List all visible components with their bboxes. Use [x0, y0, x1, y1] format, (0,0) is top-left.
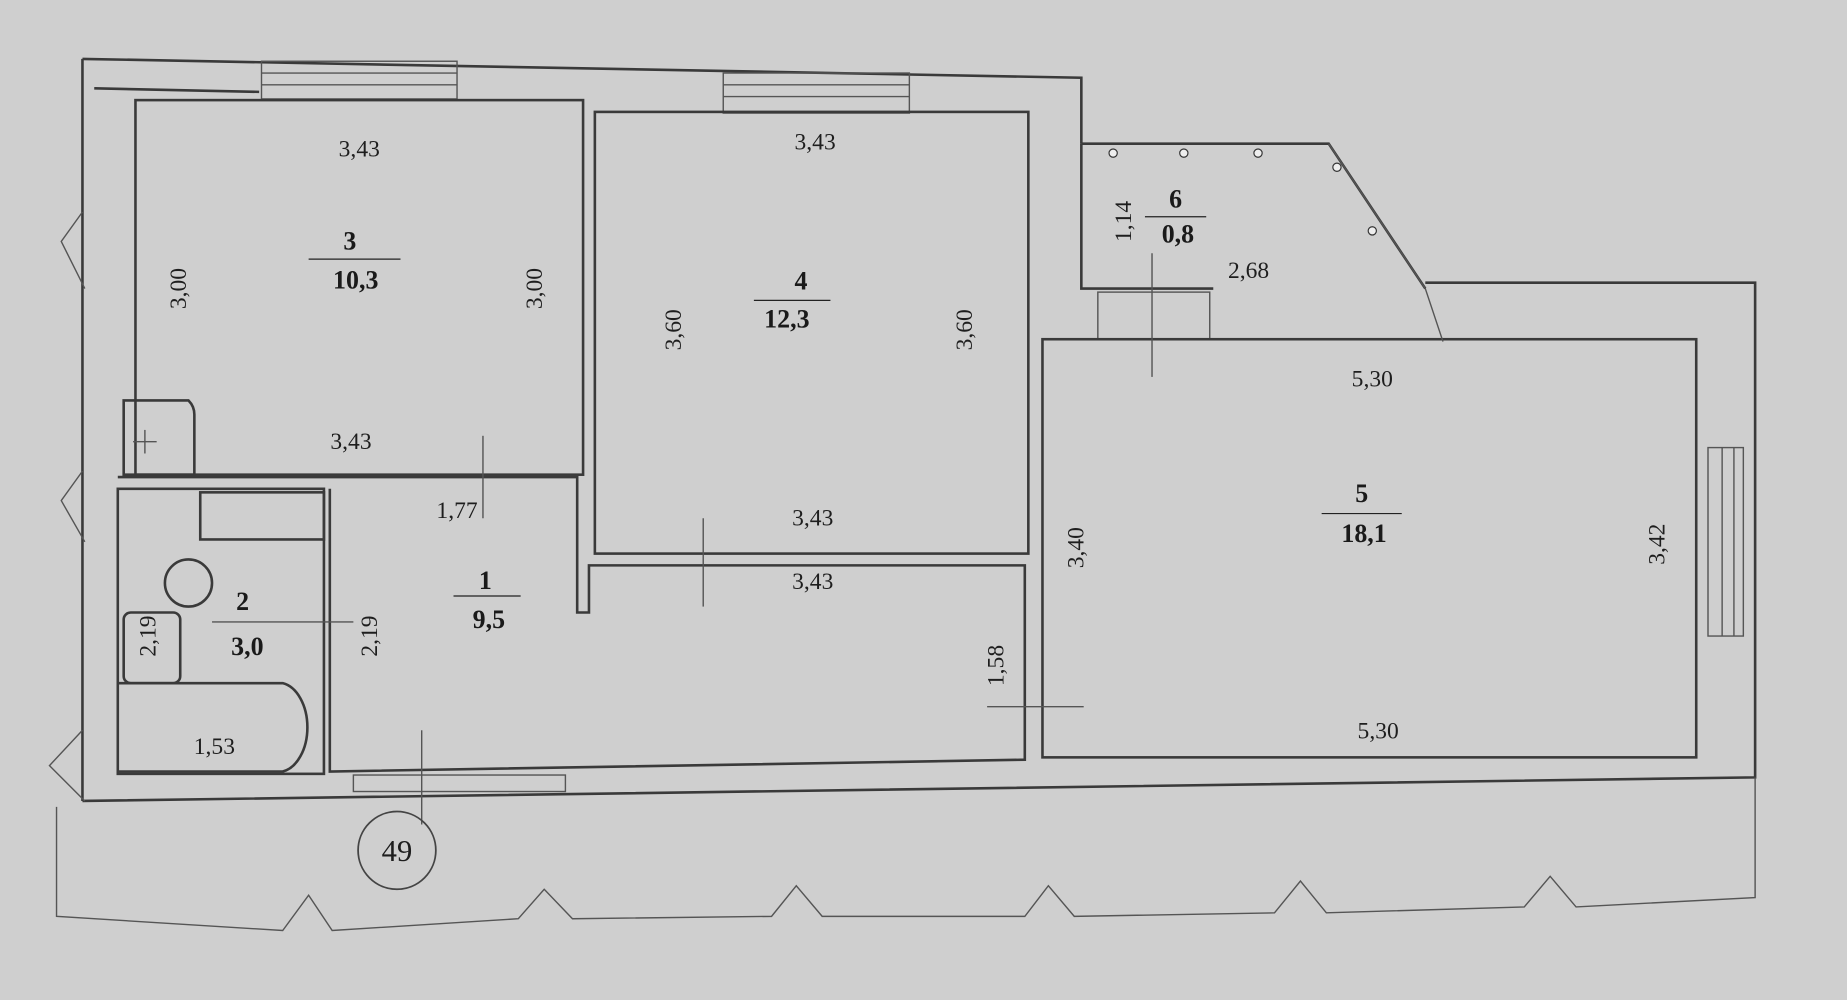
plan-line: [593, 110, 1030, 555]
room-3-label: 3 10,3: [308, 227, 401, 295]
plan-label: 5,30: [1358, 719, 1399, 745]
plan-label: 3,43: [339, 137, 380, 163]
plan-label: 5,30: [1352, 366, 1393, 392]
plan-label: 9,5: [473, 605, 505, 634]
plan-label: 3,00: [166, 268, 192, 309]
plan-line: [82, 57, 1083, 144]
inner-walls: [116, 98, 1698, 825]
plan-line: [1041, 337, 1698, 759]
room-5-label: 5 18,1: [1321, 479, 1402, 548]
room-2-label: 2 3,0: [231, 587, 263, 661]
plan-label: 12,3: [764, 304, 809, 333]
plan-line: [1108, 148, 1118, 158]
plan-label: 1: [479, 566, 492, 595]
plan-label: 1,53: [194, 734, 235, 760]
plan-label: 3,0: [231, 632, 263, 661]
window: [1707, 446, 1745, 637]
plan-label: 1,58: [984, 645, 1010, 686]
plan-label: 5: [1355, 479, 1368, 508]
plan-line: [116, 487, 326, 776]
plan-line: [163, 558, 214, 608]
plan-line: [55, 777, 1756, 932]
house-number-marker: 49: [357, 810, 437, 891]
plan-label: 10,3: [333, 266, 378, 295]
plan-line: [94, 87, 260, 94]
room-labels: 3 10,3 4 12,3 1 9,5 2 3,0 5 18,1 6 0,8: [231, 184, 1402, 661]
plan-line: [198, 491, 326, 541]
room-6-label: 6 0,8: [1144, 184, 1207, 249]
plan-line: [122, 399, 196, 476]
plan-line: [1080, 143, 1214, 290]
plan-line: [1179, 148, 1189, 158]
plan-line: [48, 729, 86, 802]
plan-label: 3,00: [522, 268, 548, 309]
plan-line: [1253, 148, 1263, 158]
plan-label: 4: [795, 267, 808, 296]
dimension-labels: 3,43 3,43 3,00 3,00 3,43 3,43 3,60 3,60 …: [135, 130, 1670, 760]
plan-label: 3,60: [661, 309, 687, 350]
window: [352, 774, 567, 793]
plan-line: [1332, 162, 1342, 172]
plan-line: [1367, 226, 1378, 236]
plan-line: [117, 681, 309, 773]
plan-label: 2: [236, 587, 249, 616]
plan-line: [134, 98, 585, 476]
plan-line: [117, 475, 1027, 773]
plan-label: 2,19: [357, 615, 383, 656]
plan-label: 6: [1169, 184, 1182, 213]
plan-label: 18,1: [1341, 519, 1386, 548]
plan-line: [122, 611, 182, 685]
plan-label: 3,43: [792, 505, 833, 531]
plan-label: 2,19: [135, 615, 161, 656]
plan-label: 0,8: [1162, 220, 1194, 249]
balcony-railing-posts: [1108, 148, 1378, 236]
plan-label: 2,68: [1228, 258, 1269, 284]
plan-label: 3,43: [792, 569, 833, 595]
plan-label: 3,42: [1644, 524, 1670, 565]
plan-line: [60, 470, 86, 543]
plan-label: 3,40: [1064, 527, 1090, 568]
plan-label: 3: [343, 227, 356, 256]
plan-label: 1,14: [1111, 201, 1137, 242]
plan-label: 3,43: [330, 429, 371, 455]
plan-label: 3,60: [952, 309, 978, 350]
plan-line: [1328, 143, 1444, 342]
plan-line: [82, 281, 1757, 803]
room-4-label: 4 12,3: [753, 267, 831, 333]
plan-line: [60, 211, 86, 289]
plan-label: 1,77: [436, 498, 477, 524]
plan-label: 3,43: [795, 130, 836, 156]
plan-label: 49: [382, 834, 413, 868]
room-1-label: 1 9,5: [453, 566, 521, 634]
plan-line: [357, 810, 437, 891]
